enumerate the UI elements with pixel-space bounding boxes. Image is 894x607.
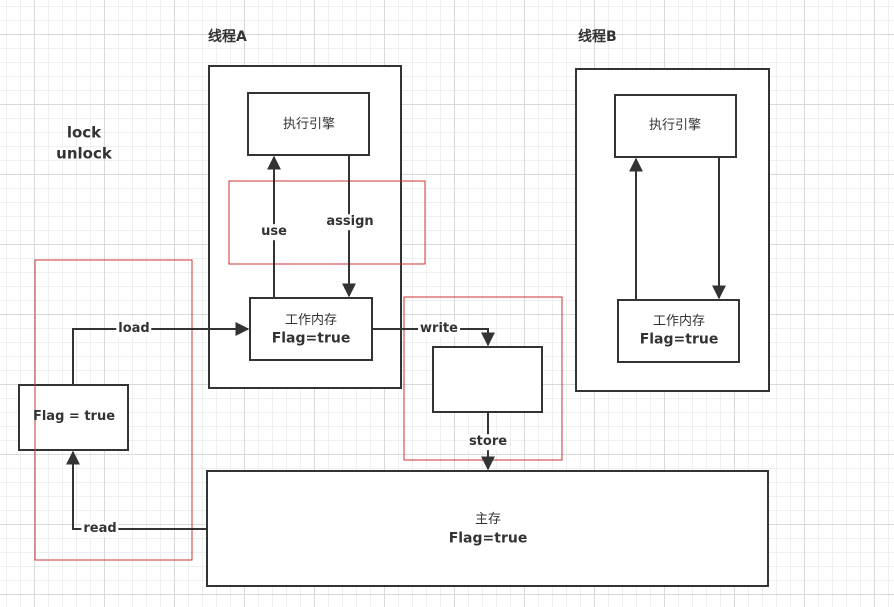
load-arrow <box>72 322 250 385</box>
use-label: use <box>259 224 289 240</box>
thread-b-title: 线程B <box>578 29 617 45</box>
load-label: load <box>116 321 152 337</box>
main-memory-box[interactable] <box>206 470 769 587</box>
thread-a-working-memory-value: Flag=true <box>271 330 351 347</box>
highlight-read-load <box>34 259 193 561</box>
thread-b-working-memory-value: Flag=true <box>639 331 719 348</box>
write-buffer-box[interactable] <box>432 346 543 413</box>
thread-b-working-memory-box[interactable] <box>617 299 740 363</box>
lock-label: lock <box>66 123 102 142</box>
lock-variable-label: Flag = true <box>32 408 116 424</box>
thread-a-working-memory-title: 工作内存 <box>284 312 338 328</box>
thread-a-engine-box[interactable] <box>247 92 370 156</box>
read-arrow <box>66 450 207 530</box>
main-memory-title: 主存 <box>474 511 502 527</box>
thread-a-engine-label: 执行引擎 <box>282 116 336 132</box>
write-label: write <box>418 321 460 337</box>
thread-a-title: 线程A <box>208 29 247 45</box>
write-arrow <box>372 328 495 347</box>
thread-b-working-memory-title: 工作内存 <box>652 313 706 329</box>
read-label: read <box>81 521 119 537</box>
highlight-use-assign <box>228 180 426 265</box>
assign-label: assign <box>324 214 376 230</box>
lock-variable-box[interactable] <box>18 384 129 451</box>
thread-b-engine-label: 执行引擎 <box>648 117 702 133</box>
store-label: store <box>466 434 510 450</box>
unlock-label: unlock <box>56 144 112 163</box>
main-memory-value: Flag=true <box>448 530 528 547</box>
thread-b-engine-box[interactable] <box>614 94 737 158</box>
